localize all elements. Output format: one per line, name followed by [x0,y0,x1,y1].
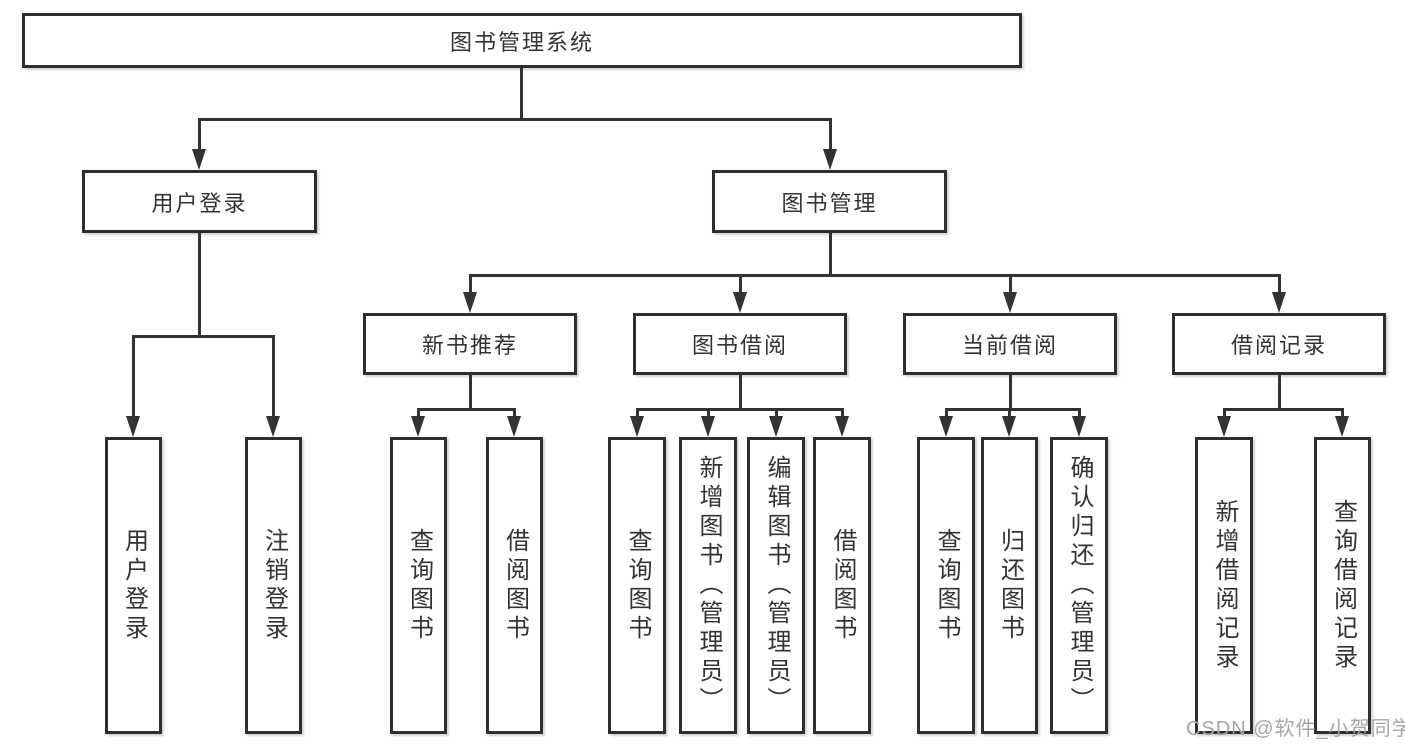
node-current-borrow: 当前借阅 [903,313,1117,375]
leaf-confirm-return-admin-label: 确认归还（管理员） [1066,455,1093,716]
leaf-return-books-label: 归还图书 [996,527,1024,644]
connector-drop [1009,274,1012,294]
leaf-borrow-books-2: 借阅图书 [813,437,871,734]
node-user-login: 用户登录 [82,170,317,233]
connector-drop [272,335,275,418]
connector-drop [1341,408,1344,418]
connector-stem [739,375,742,408]
connector-drop [707,408,710,418]
node-root: 图书管理系统 [22,13,1022,68]
arrow-down-icon [1335,416,1349,437]
leaf-query-books-3: 查询图书 [917,437,975,734]
node-book-management: 图书管理 [712,170,947,233]
connector-bar [945,408,1081,411]
connector-stem [1278,375,1281,408]
connector-book-management-stem [829,233,832,274]
arrow-down-icon [463,292,477,313]
node-book-borrow: 图书借阅 [633,313,847,375]
connector-drop [739,274,742,294]
arrow-down-icon [701,416,715,437]
arrow-down-icon [769,416,783,437]
connector-bar [636,408,844,411]
connector-drop [1078,408,1081,418]
arrow-down-icon [1002,416,1016,437]
connector-drop [132,335,135,418]
node-current-borrow-label: 当前借阅 [961,333,1058,358]
leaf-query-books-1: 查询图书 [390,437,447,734]
connector-book-management-bar [469,274,1281,277]
connector-drop [1223,408,1226,418]
leaf-borrow-books-1-label: 借阅图书 [501,527,529,644]
connector-bar [417,408,516,411]
node-borrow-records: 借阅记录 [1172,313,1386,375]
leaf-logout: 注销登录 [245,437,302,734]
connector-drop [417,408,420,418]
arrow-down-icon [823,149,837,170]
arrow-down-icon [411,416,425,437]
arrow-down-icon [1072,416,1086,437]
arrow-down-icon [507,416,521,437]
connector-drop-user-login [198,118,201,152]
connector-bar [1223,408,1344,411]
node-new-book-recommend: 新书推荐 [363,313,577,375]
leaf-borrow-books-2-label: 借阅图书 [829,527,856,644]
leaf-logout-label: 注销登录 [260,527,288,644]
leaf-query-books-3-label: 查询图书 [933,527,960,644]
connector-drop [841,408,844,418]
leaf-query-borrow-record-label: 查询借阅记录 [1329,498,1357,673]
connector-stem [469,375,472,408]
leaf-user-login: 用户登录 [105,437,162,734]
leaf-return-books: 归还图书 [981,437,1038,734]
node-book-management-label: 图书管理 [781,190,878,216]
arrow-down-icon [835,416,849,437]
arrow-down-icon [733,292,747,313]
connector-drop [513,408,516,418]
arrow-down-icon [939,416,953,437]
csdn-watermark: CSDN @软件_小贺同学 [1186,718,1405,740]
connector-drop [1008,408,1011,418]
arrow-down-icon [126,416,140,437]
arrow-down-icon [630,416,644,437]
connector-drop [469,274,472,294]
leaf-query-borrow-record: 查询借阅记录 [1314,437,1371,734]
connector-user-login-bar [132,335,274,338]
leaf-edit-books-admin: 编辑图书（管理员） [747,437,805,734]
node-book-borrow-label: 图书借阅 [691,333,788,358]
connector-stem [1009,375,1012,408]
node-user-login-label: 用户登录 [151,190,248,216]
connector-drop [636,408,639,418]
leaf-add-books-admin: 新增图书（管理员） [679,437,737,734]
leaf-add-borrow-record-label: 新增借阅记录 [1211,498,1238,673]
leaf-borrow-books-1: 借阅图书 [486,437,543,734]
connector-user-login-stem [198,233,201,335]
arrow-down-icon [1272,292,1286,313]
connector-drop [775,408,778,418]
node-new-book-recommend-label: 新书推荐 [421,333,518,358]
leaf-query-books-1-label: 查询图书 [405,527,433,644]
leaf-confirm-return-admin: 确认归还（管理员） [1050,437,1108,734]
connector-drop-book-management [829,118,832,152]
arrow-down-icon [266,416,280,437]
arrow-down-icon [1003,292,1017,313]
node-root-label: 图书管理系统 [449,29,594,55]
connector-root-bar [198,118,831,121]
leaf-user-login-label: 用户登录 [120,527,148,644]
leaf-add-books-admin-label: 新增图书（管理员） [695,455,722,716]
leaf-edit-books-admin-label: 编辑图书（管理员） [763,455,790,716]
leaf-add-borrow-record: 新增借阅记录 [1195,437,1253,734]
connector-drop [1278,274,1281,294]
connector-root-stem [520,68,523,118]
arrow-down-icon [1217,416,1231,437]
leaf-query-books-2-label: 查询图书 [624,527,651,644]
connector-drop [945,408,948,418]
leaf-query-books-2: 查询图书 [608,437,666,734]
node-borrow-records-label: 借阅记录 [1230,333,1327,358]
arrow-down-icon [192,149,206,170]
